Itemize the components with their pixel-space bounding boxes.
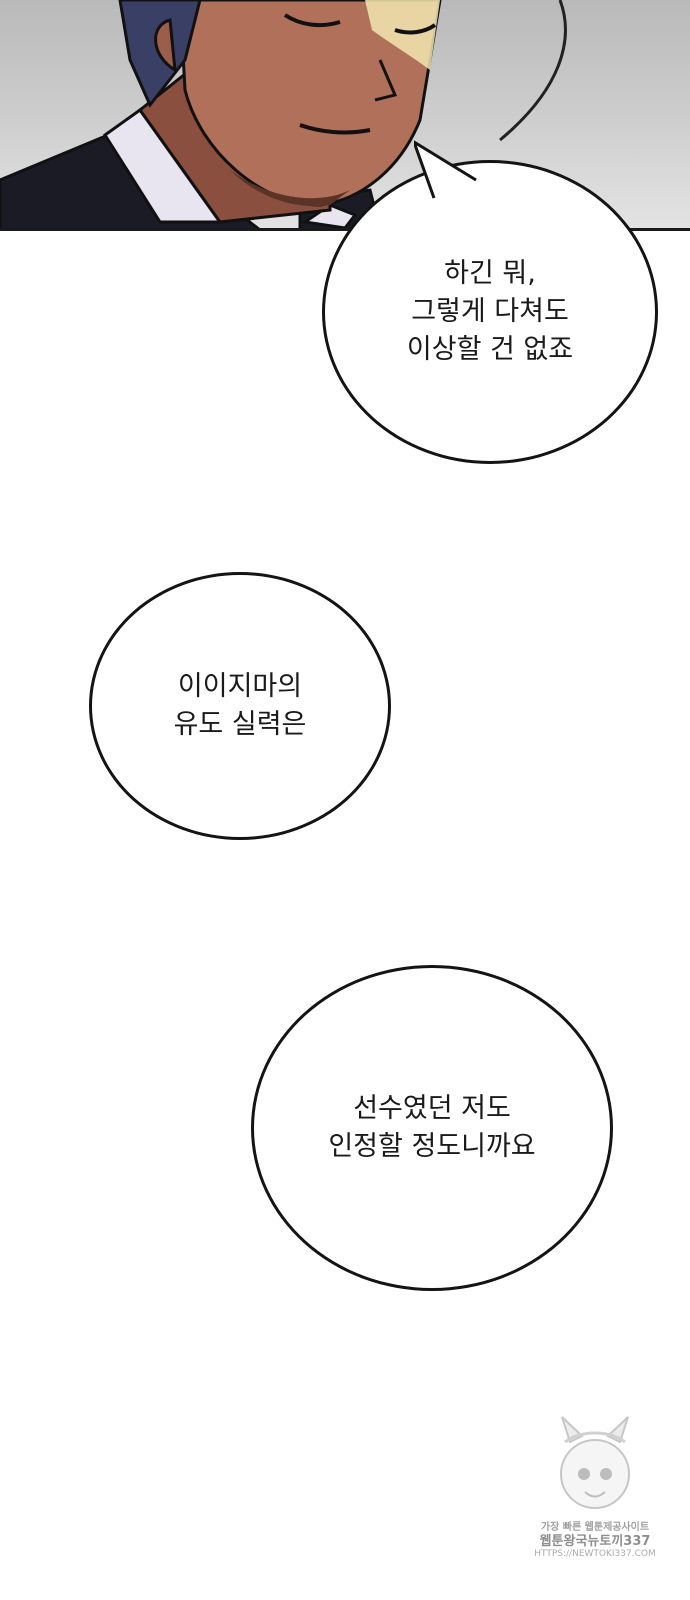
character-face-illustration (0, 0, 567, 228)
top-comic-panel (0, 0, 690, 231)
site-watermark: 가장 빠른 웹툰제공사이트 웹툰왕국뉴토끼337 HTTPS://NEWTOKI… (520, 1412, 670, 1592)
watermark-line-3: HTTPS://NEWTOKI337.COM (534, 1549, 656, 1559)
speech-bubble-text: 선수였던 저도 인정할 정도니까요 (328, 1093, 536, 1162)
speech-bubble-2: 이이지마의 유도 실력은 (89, 572, 391, 840)
speech-bubble-text: 이이지마의 유도 실력은 (173, 671, 307, 740)
speech-bubble-text: 하긴 뭐, 그렇게 다쳐도 이상할 건 없죠 (406, 258, 574, 365)
watermark-line-1: 가장 빠른 웹툰제공사이트 (540, 1522, 650, 1533)
watermark-line-2: 웹툰왕국뉴토끼337 (539, 1534, 651, 1549)
speech-bubble-3: 선수였던 저도 인정할 정도니까요 (251, 965, 613, 1291)
speech-bubble-1: 하긴 뭐, 그렇게 다쳐도 이상할 건 없죠 (322, 160, 658, 464)
mascot-logo-icon (560, 1416, 630, 1509)
speech-bubble-tail (414, 140, 477, 199)
